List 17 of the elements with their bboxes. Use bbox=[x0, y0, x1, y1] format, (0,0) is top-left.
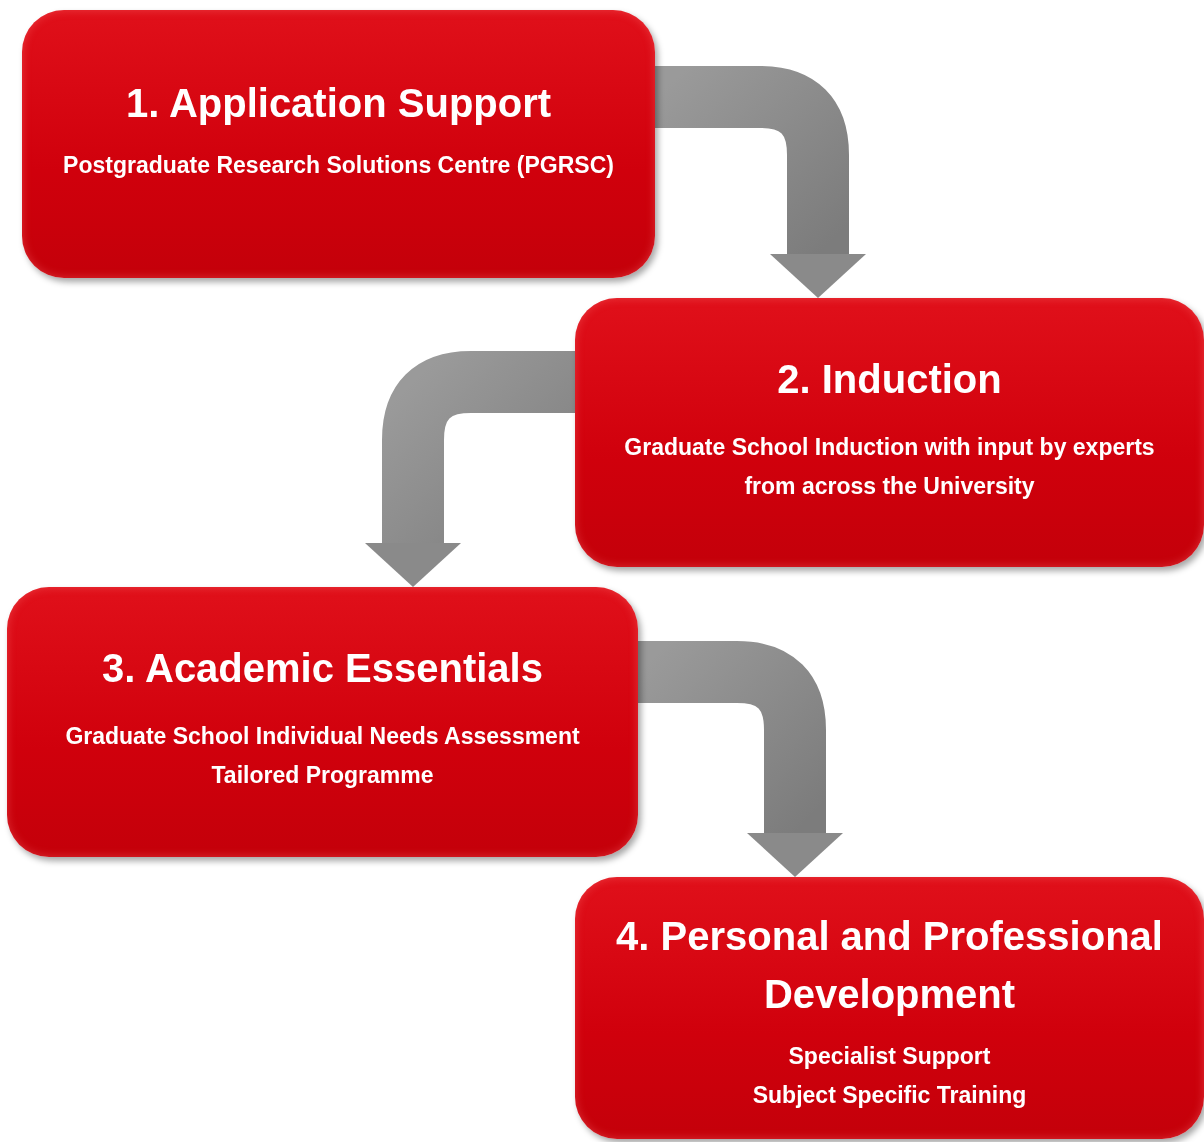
process-box bbox=[575, 298, 1204, 567]
step-description: Postgraduate Research Solutions Centre (PGRSC) bbox=[63, 151, 614, 180]
process-box bbox=[7, 587, 638, 857]
step-title: 3. Academic Essentials bbox=[102, 645, 543, 692]
step-description: Tailored Programme bbox=[211, 761, 434, 790]
step-description: Graduate School Individual Needs Assessment bbox=[65, 722, 580, 751]
step-title: 2. Induction bbox=[777, 356, 1002, 403]
step-description: Subject Specific Training bbox=[752, 1081, 1027, 1110]
step-description: Graduate School Induction with input by experts from across the University bbox=[623, 433, 1156, 501]
arrow bbox=[638, 641, 843, 877]
arrow bbox=[655, 66, 866, 298]
arrow bbox=[365, 351, 575, 587]
process-box bbox=[22, 10, 655, 278]
step-title: 4. Personal and Professional Development bbox=[615, 913, 1164, 1018]
step-description: Specialist Support bbox=[788, 1042, 991, 1071]
step-title: 1. Application Support bbox=[125, 80, 552, 127]
process-box bbox=[575, 877, 1204, 1139]
